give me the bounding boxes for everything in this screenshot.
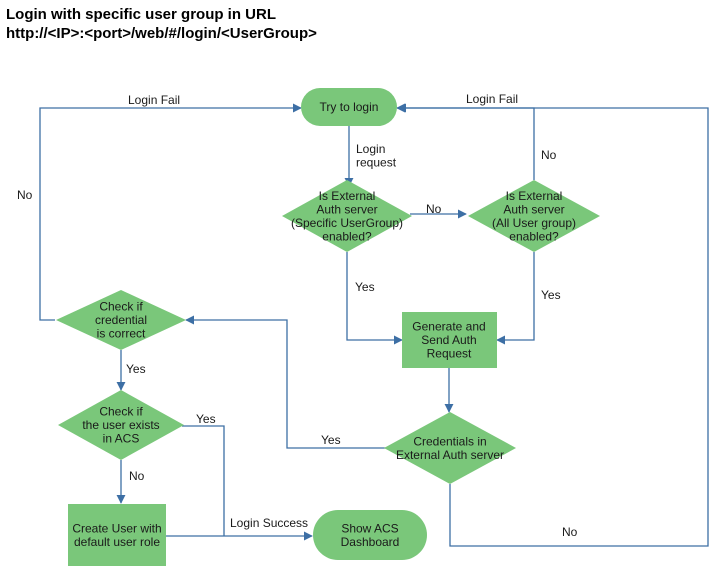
label-yes-external: Yes xyxy=(321,433,341,447)
all-auth-line: enabled? xyxy=(509,229,559,243)
label-login-success: Login Success xyxy=(230,516,308,530)
check-user-line: the user exists xyxy=(82,418,159,432)
try-login-line: Try to login xyxy=(320,100,379,114)
edge-no-credential xyxy=(39,103,302,321)
credentials-external-line: External Auth server xyxy=(396,448,504,462)
specific-auth-line: (Specific UserGroup) xyxy=(291,216,403,230)
edge-yes-external xyxy=(185,315,386,449)
credentials-external-line: Credentials in xyxy=(413,434,486,448)
label-no-specific-to-all: No xyxy=(426,202,442,216)
label-no-external: No xyxy=(562,525,578,539)
show-dashboard-line: Show ACS xyxy=(341,521,398,535)
diagram-title: Login with specific user group in URL xyxy=(6,6,277,23)
all-auth-line: Auth server xyxy=(503,202,564,216)
diagram-url: http://<IP>:<port>/web/#/login/<UserGrou… xyxy=(6,25,317,42)
node-try-login-label: Try to login xyxy=(320,100,379,114)
edge-no-all-to-try xyxy=(396,103,535,180)
label-no-credential: No xyxy=(17,188,33,202)
generate-auth-line: Generate and xyxy=(412,320,485,334)
label-yes-all: Yes xyxy=(541,288,561,302)
specific-auth-line: enabled? xyxy=(322,229,372,243)
edge-no-external xyxy=(397,103,709,547)
label-login-fail-right: Login Fail xyxy=(466,92,518,106)
label-yes-user-exists: Yes xyxy=(196,412,216,426)
login-request-line: Login xyxy=(356,142,385,156)
edge-yes-user-exists xyxy=(182,425,225,536)
specific-auth-line: Is External xyxy=(319,189,376,203)
label-yes-specific: Yes xyxy=(355,280,375,294)
generate-auth-line: Request xyxy=(427,347,472,361)
show-dashboard-line: Dashboard xyxy=(341,535,400,549)
all-auth-line: Is External xyxy=(506,189,563,203)
node-try-login: Try to login xyxy=(301,88,397,126)
all-auth-line: (All User group) xyxy=(492,216,576,230)
generate-auth-line: Send Auth xyxy=(421,333,476,347)
create-user-line: Create User with xyxy=(72,521,161,535)
login-request-line: request xyxy=(356,156,397,170)
edge-yes-all xyxy=(496,252,535,345)
label-no-all-to-try: No xyxy=(541,148,557,162)
label-login-fail-left: Login Fail xyxy=(128,93,180,107)
check-user-line: in ACS xyxy=(103,432,140,446)
check-credential-line: Check if xyxy=(99,300,143,314)
specific-auth-line: Auth server xyxy=(316,202,377,216)
create-user-line: default user role xyxy=(74,535,160,549)
edge-yes-specific xyxy=(346,252,403,345)
check-user-line: Check if xyxy=(99,405,143,419)
check-credential-line: credential xyxy=(95,313,147,327)
connectors xyxy=(39,103,709,547)
label-no-user: No xyxy=(129,469,145,483)
check-credential-line: is correct xyxy=(97,327,146,341)
label-yes-credential: Yes xyxy=(126,362,146,376)
